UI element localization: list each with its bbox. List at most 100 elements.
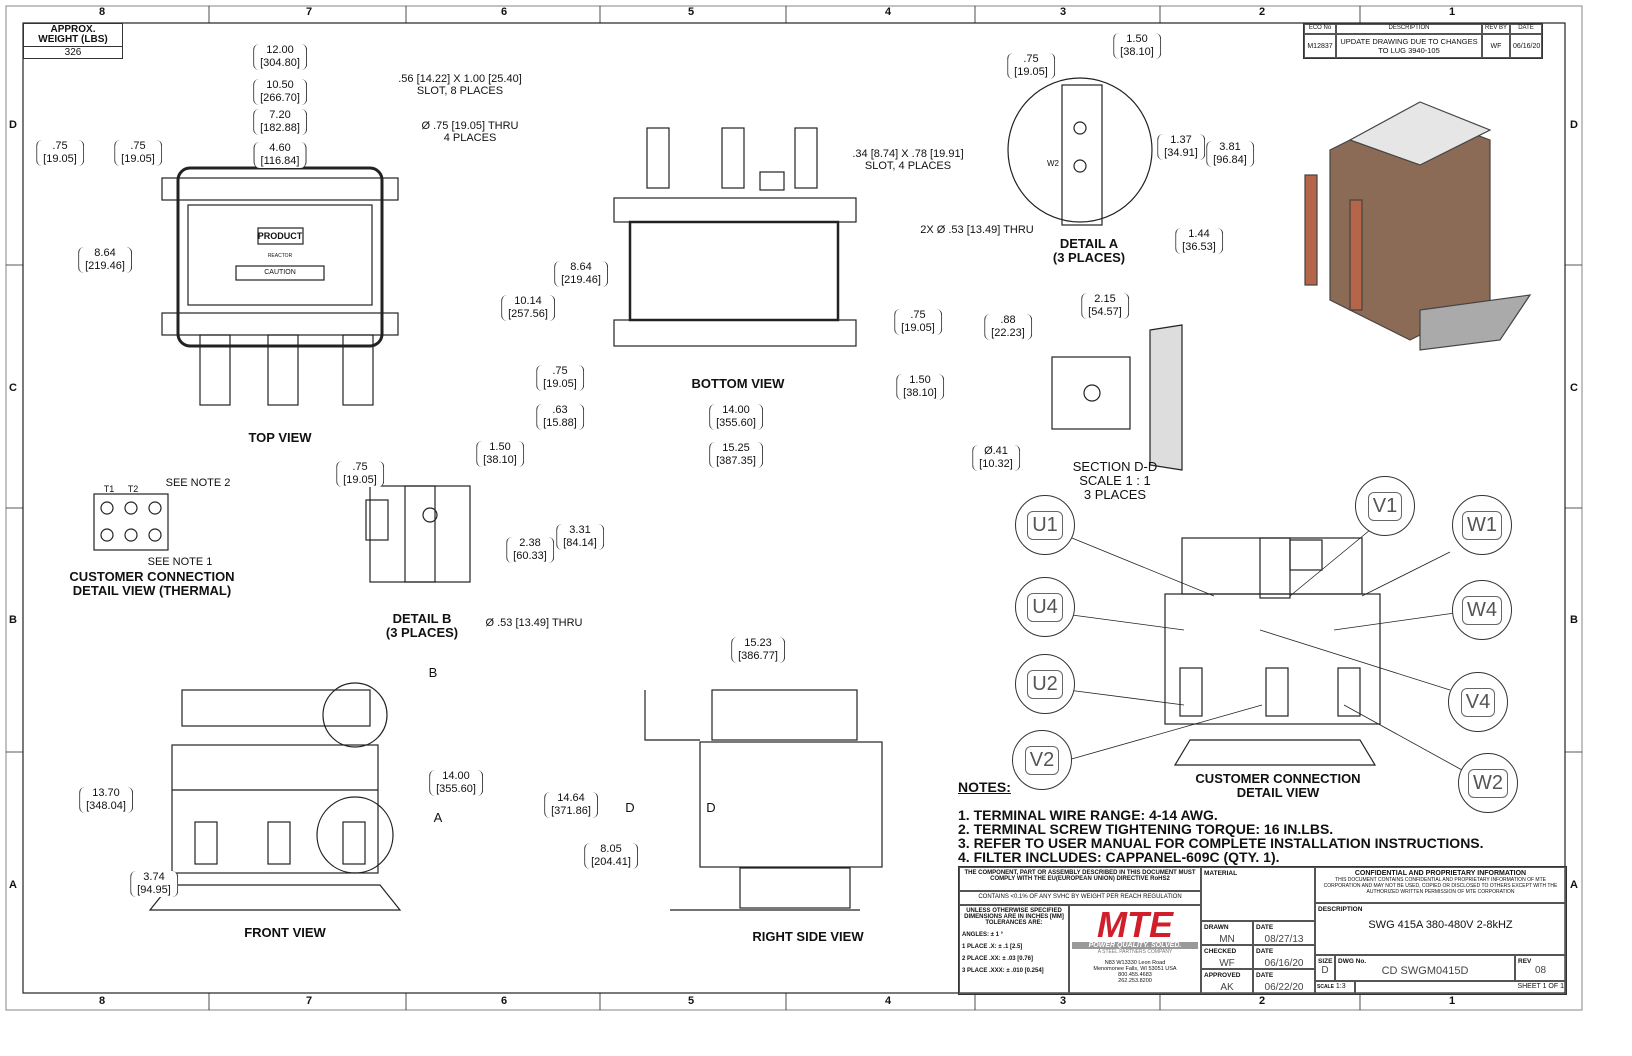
dimension-mm: [34.91] [1164,147,1198,159]
dimension-label: .75[19.05] [894,309,942,335]
tolerance-item: 3 PLACE .XXX: ± .010 [0.254] [962,968,1044,974]
dimension-label: .75[19.05] [114,140,162,166]
address-line: 800.455.4683 [1118,972,1152,978]
description-cell: DESCRIPTION SWG 415A 380-480V 2-8kHZ [1315,903,1566,955]
tolerance-title: UNLESS OTHERWISE SPECIFIED DIMENSIONS AR… [964,908,1064,926]
zone-column-label: 1 [1448,995,1456,1007]
dimension-inches: 8.64 [94,247,116,259]
dimension-inches: .75 [52,140,68,152]
callout-text: .56 [14.22] X 1.00 [25.40] [398,73,522,85]
dimension-inches: .75 [352,461,368,473]
front-view-label: FRONT VIEW [244,925,326,940]
zone-column-label: 1 [1448,6,1456,18]
tolerance-item: 2 PLACE .XX: ± .03 [0.76] [962,956,1033,962]
dimension-label: 3.74[94.95] [130,871,178,897]
address-line: N83 W13330 Leon Road [1104,960,1166,966]
dimension-label: 1.50[38.10] [896,374,944,400]
terminal-t2: T2 [127,484,139,494]
dimension-label: 15.25[387.35] [709,442,763,468]
zone-column-label: 7 [305,6,313,18]
dimension-inches: 3.81 [1219,141,1241,153]
zone-row-label: B [9,614,17,626]
dimension-label: 7.20[182.88] [253,109,307,135]
zone-column-label: 4 [884,6,892,18]
terminal-label: U2 [1027,669,1063,699]
rev-description: UPDATE DRAWING DUE TO CHANGES TO LUG 394… [1336,34,1482,58]
revision-block: ECO No DESCRIPTION REV BY DATE M12837 UP… [1303,23,1543,59]
title-block: THE COMPONENT, PART OR ASSEMBLY DESCRIBE… [958,866,1567,995]
rev-eco: M12837 [1304,34,1336,58]
dimension-inches: .75 [130,140,146,152]
terminal-label: U1 [1027,510,1063,540]
dimension-inches: 1.37 [1170,134,1192,146]
confidential-cell: CONFIDENTIAL AND PROPRIETARY INFORMATION… [1315,867,1566,903]
dimension-inches: 10.14 [514,295,542,307]
dimension-label: 8.05[204.41] [584,843,638,869]
label-line: DETAIL VIEW (THERMAL) [72,583,232,598]
dimension-inches: 12.00 [266,44,294,56]
dimension-inches: 1.50 [1126,33,1148,45]
dimension-mm: [36.53] [1182,241,1216,253]
dimension-mm: [54.57] [1088,306,1122,318]
drawn-date: 08/27/13 [1264,934,1304,945]
dimension-inches: Ø.41 [984,445,1008,457]
sheet-cell: SHEET 1 OF 1 [1355,981,1566,994]
zone-row-label: C [9,382,17,394]
dimension-mm: [219.46] [561,274,601,286]
dimension-mm: [355.60] [436,783,476,795]
tolerance-item: ANGLES: ± 1 ° [962,932,1004,938]
dimension-inches: 1.50 [909,374,931,386]
checked-date: 06/16/20 [1264,958,1304,969]
zone-row-label: A [9,879,17,891]
approved-date: 06/22/20 [1264,982,1304,993]
zone-column-label: 8 [98,6,106,18]
section-marker-d: D [625,800,635,815]
dimension-inches: 3.31 [569,524,591,536]
checked-by: WF [1219,958,1235,969]
dimension-mm: [19.05] [543,378,577,390]
dimension-label: .75[19.05] [1007,53,1055,79]
dimension-mm: [19.05] [901,322,935,334]
top-view-label: TOP VIEW [248,430,312,445]
dimension-inches: 2.15 [1094,293,1116,305]
dwg-cell: DWG No.CD SWGM0415D [1335,955,1515,981]
dimension-label: 14.00[355.60] [709,404,763,430]
terminal-balloon: V1 [1355,476,1415,536]
weight-value: 326 [64,47,82,58]
label-line: DETAIL B [392,611,452,626]
product-label: PRODUCT [257,231,303,241]
callout-thru-b: Ø .53 [13.49] THRU [485,617,583,629]
zone-ticks [6,6,1582,1010]
section-dd-geometry [1051,324,1183,471]
rev-by: WF [1482,34,1510,58]
dimension-mm: [257.56] [508,308,548,320]
dimension-inches: 3.74 [143,871,165,883]
rev-header-desc: DESCRIPTION [1336,24,1482,34]
callout-thru-2x: 2X Ø .53 [13.49] THRU [920,224,1034,236]
dimension-inches: 10.50 [266,79,294,91]
weight-label: APPROX. WEIGHT (LBS) [24,24,122,47]
dimension-inches: 13.70 [92,787,120,799]
dimension-label: 13.70[348.04] [79,787,133,813]
terminal-balloon: U2 [1015,654,1075,714]
terminal-label: V4 [1460,687,1496,717]
terminal-label: V1 [1367,491,1403,521]
parent-company: A STEEL PARTNERS COMPANY [1097,949,1173,955]
note-item: 4. FILTER INCLUDES: CAPPANEL-609C (QTY. … [958,849,1280,865]
dimension-mm: [348.04] [86,800,126,812]
address-line: Menomonee Falls, WI 53051 USA [1093,966,1177,972]
weight-box: APPROX. WEIGHT (LBS) 326 [23,23,123,59]
terminal-label: W1 [1462,510,1502,540]
dimension-label: Ø.41[10.32] [972,445,1020,471]
dimension-label: 14.00[355.60] [429,770,483,796]
